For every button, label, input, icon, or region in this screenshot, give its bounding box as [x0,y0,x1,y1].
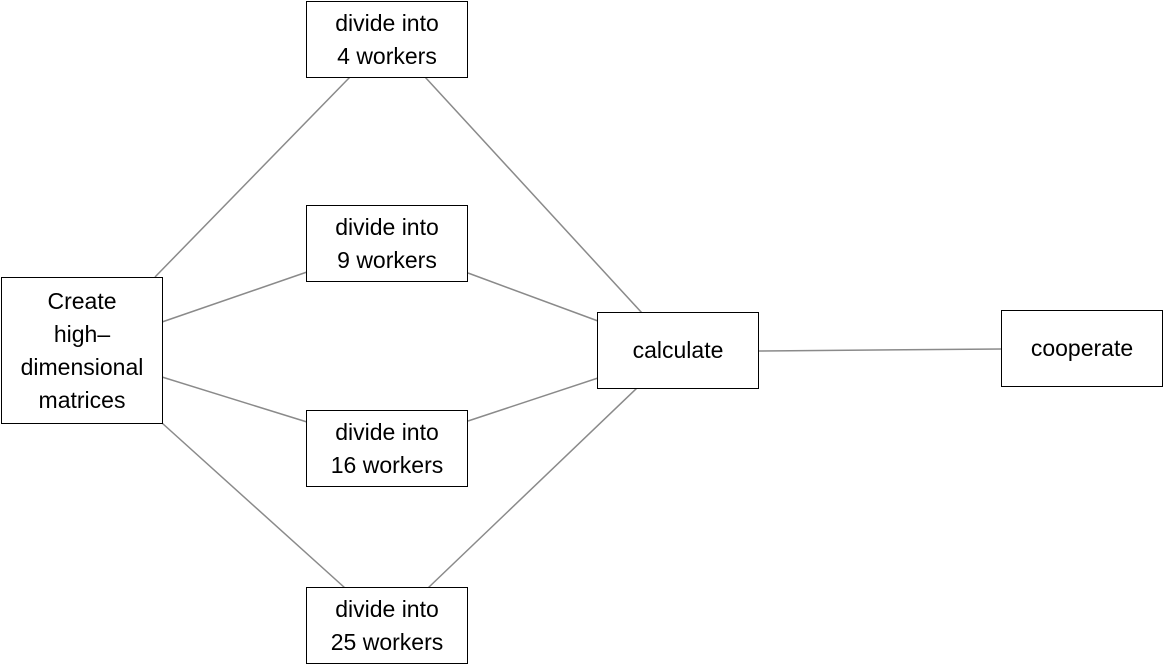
node-calculate-line-1: calculate [632,337,724,363]
node-cooperate-line-1: cooperate [1030,335,1134,361]
edge-create-to-divide16 [161,376,308,423]
node-divide-25-line-1: divide into [335,595,439,622]
node-create-line-1: Create [47,287,117,314]
node-calculate: calculate [597,312,759,389]
edge-calculate-to-cooperate [758,348,1003,352]
node-divide-4-workers: divide into 4 workers [306,1,468,78]
node-divide-16-workers: divide into 16 workers [306,410,468,487]
edge-divide25-to-calculate [427,387,638,589]
edge-create-to-divide4 [154,76,351,278]
node-divide-16-line-1: divide into [335,418,439,445]
edge-divide9-to-calculate [467,272,599,322]
node-cooperate-label: cooperate [1031,332,1133,365]
node-calculate-label: calculate [633,334,724,367]
node-divide-25-label: divide into 25 workers [331,593,443,659]
node-divide-9-workers: divide into 9 workers [306,205,468,282]
node-create-matrices-label: Create high– dimensional matrices [21,285,144,417]
node-divide-9-line-2: 9 workers [337,246,437,273]
node-create-line-2: high– [53,320,111,347]
node-divide-25-workers: divide into 25 workers [306,587,468,664]
node-divide-9-label: divide into 9 workers [335,211,439,277]
node-create-line-3: dimensional [20,353,144,380]
node-create-line-4: matrices [38,386,126,413]
node-divide-16-line-2: 16 workers [330,451,444,478]
edge-divide16-to-calculate [467,377,599,422]
node-create-matrices: Create high– dimensional matrices [1,277,163,424]
node-divide-9-line-1: divide into [335,213,439,240]
node-divide-16-label: divide into 16 workers [331,416,443,482]
node-divide-4-line-1: divide into [335,9,439,36]
node-divide-4-line-2: 4 workers [337,42,437,69]
node-divide-25-line-2: 25 workers [330,628,444,655]
node-cooperate: cooperate [1001,310,1163,387]
node-divide-4-label: divide into 4 workers [335,7,439,73]
edge-create-to-divide9 [161,271,308,323]
edge-create-to-divide25 [161,422,346,589]
edge-divide4-to-calculate [424,76,643,314]
